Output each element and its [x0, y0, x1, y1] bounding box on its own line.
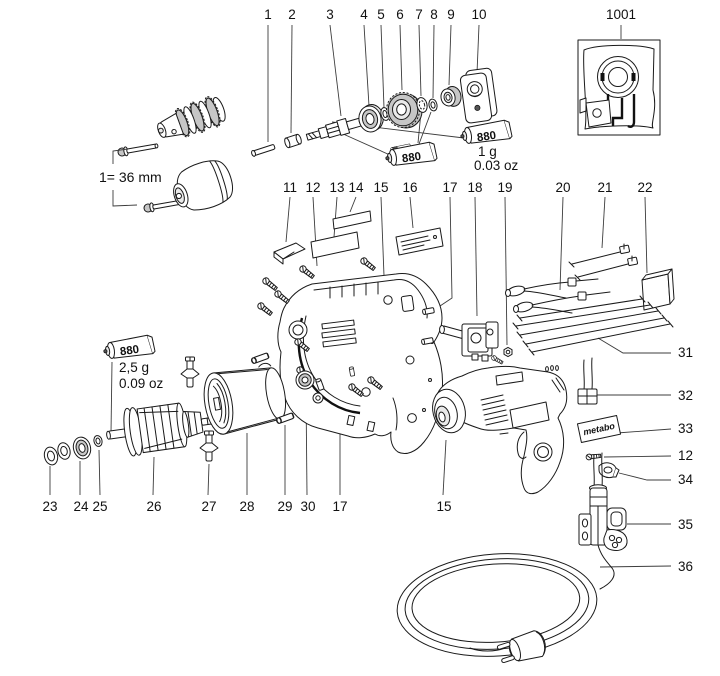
washers-part-23: [43, 442, 71, 466]
brush-holder-part-27-top: [180, 356, 200, 388]
bearing-part-4: [358, 104, 384, 133]
power-plug: [496, 630, 546, 664]
switch-part-18: [439, 321, 505, 366]
nut-part-19: [503, 346, 513, 358]
callout-15-mid: 15: [373, 180, 388, 195]
callout-5: 5: [377, 7, 385, 22]
callout-1001: 1001: [606, 7, 636, 22]
carbon-brushes-part-32: [577, 357, 598, 405]
field-stator-part-28: [203, 362, 287, 435]
grease-small-metric: 1 g: [478, 144, 497, 159]
callout-12: 12: [305, 180, 320, 195]
long-wires-part-31: [512, 295, 674, 356]
wiring-detail-box: [577, 39, 661, 136]
callout-29: 29: [277, 499, 292, 514]
callout-16: 16: [402, 180, 417, 195]
callout-31: 31: [678, 345, 693, 360]
callout-28: 28: [239, 499, 254, 514]
callout-4: 4: [360, 7, 368, 22]
bearing-part-30: [295, 370, 315, 390]
callout-1: 1: [264, 7, 272, 22]
brand-sticker-part-33: [576, 415, 622, 443]
callout-36: 36: [678, 559, 693, 574]
callout-17-bottom: 17: [332, 499, 347, 514]
grease-small-imperial: 0.03 oz: [474, 158, 519, 173]
grease-large-metric: 2,5 g: [119, 360, 149, 375]
grease-tube-left-label: 880: [401, 151, 422, 166]
gear-part-6: [386, 92, 423, 129]
callout-18: 18: [467, 180, 482, 195]
callout-3: 3: [326, 7, 334, 22]
callout-24: 24: [73, 499, 89, 514]
grease-tube-right-label: 880: [476, 130, 497, 145]
power-cord-part-36: [396, 544, 615, 664]
callout-32: 32: [678, 388, 693, 403]
grease-tube-bottom-label: 880: [119, 344, 140, 359]
callout-11: 11: [283, 180, 297, 195]
callout-23: 23: [42, 499, 57, 514]
callout-20: 20: [555, 180, 570, 195]
washer-part-8: [428, 98, 438, 112]
callout-34: 34: [678, 472, 694, 487]
callout-26: 26: [146, 499, 161, 514]
callout-13: 13: [329, 180, 344, 195]
bushing-part-2: [284, 133, 302, 149]
callout-25: 25: [92, 499, 107, 514]
callout-12-right: 12: [678, 448, 693, 463]
cable-clamp-part-34: [598, 462, 620, 478]
callout-27: 27: [201, 499, 216, 514]
lockwasher-part-7: [416, 97, 428, 113]
pin-part-1: [251, 144, 276, 157]
callout-33: 33: [678, 421, 693, 436]
bearing-plate-part-10: [459, 67, 498, 124]
callout-30: 30: [300, 499, 315, 514]
callout-numbers: 1 2 3 4 5 6 7 8 9 10 1001 11 12 13 14 15…: [42, 7, 693, 574]
chuck-key-size-label: 1= 36 mm: [99, 169, 162, 185]
callout-10: 10: [471, 7, 486, 22]
callout-9: 9: [447, 7, 455, 22]
brush-holder-part-27-bottom: [199, 430, 219, 462]
key-size-bracket: [112, 148, 138, 207]
callout-21: 21: [597, 180, 612, 195]
annotation-texts: 1= 36 mm 880 880 880 1 g 0.03 oz 2,5 g 0…: [99, 130, 616, 437]
armature-part-26: [106, 402, 215, 457]
connector-wires-part-20: [505, 277, 611, 314]
callout-19: 19: [497, 180, 512, 195]
label-part-14: [332, 210, 372, 230]
label-part-13: [310, 231, 360, 259]
cord-grip-part-35: [578, 452, 628, 551]
grease-large-imperial: 0.09 oz: [119, 376, 164, 391]
keyed-chuck: [157, 96, 226, 138]
lead-wires-part-21: [568, 243, 639, 281]
drill-body: [432, 365, 568, 495]
callout-2: 2: [288, 7, 296, 22]
callout-22: 22: [637, 180, 652, 195]
cover-wedge-part-11: [273, 242, 306, 265]
callout-14: 14: [348, 180, 364, 195]
housing-shell: [277, 273, 443, 455]
bearing-part-9: [440, 85, 462, 107]
keyless-chuck: [173, 160, 234, 211]
callout-7: 7: [415, 7, 423, 22]
callout-6: 6: [396, 7, 404, 22]
box-part-22: [641, 268, 675, 311]
bearing-part-24: [72, 436, 92, 460]
callout-8: 8: [430, 7, 438, 22]
washer-part-25: [93, 435, 103, 447]
label-part-16: [395, 227, 444, 256]
callout-17-mid: 17: [442, 180, 457, 195]
callout-15-bottom: 15: [436, 499, 451, 514]
callout-35: 35: [678, 517, 693, 532]
